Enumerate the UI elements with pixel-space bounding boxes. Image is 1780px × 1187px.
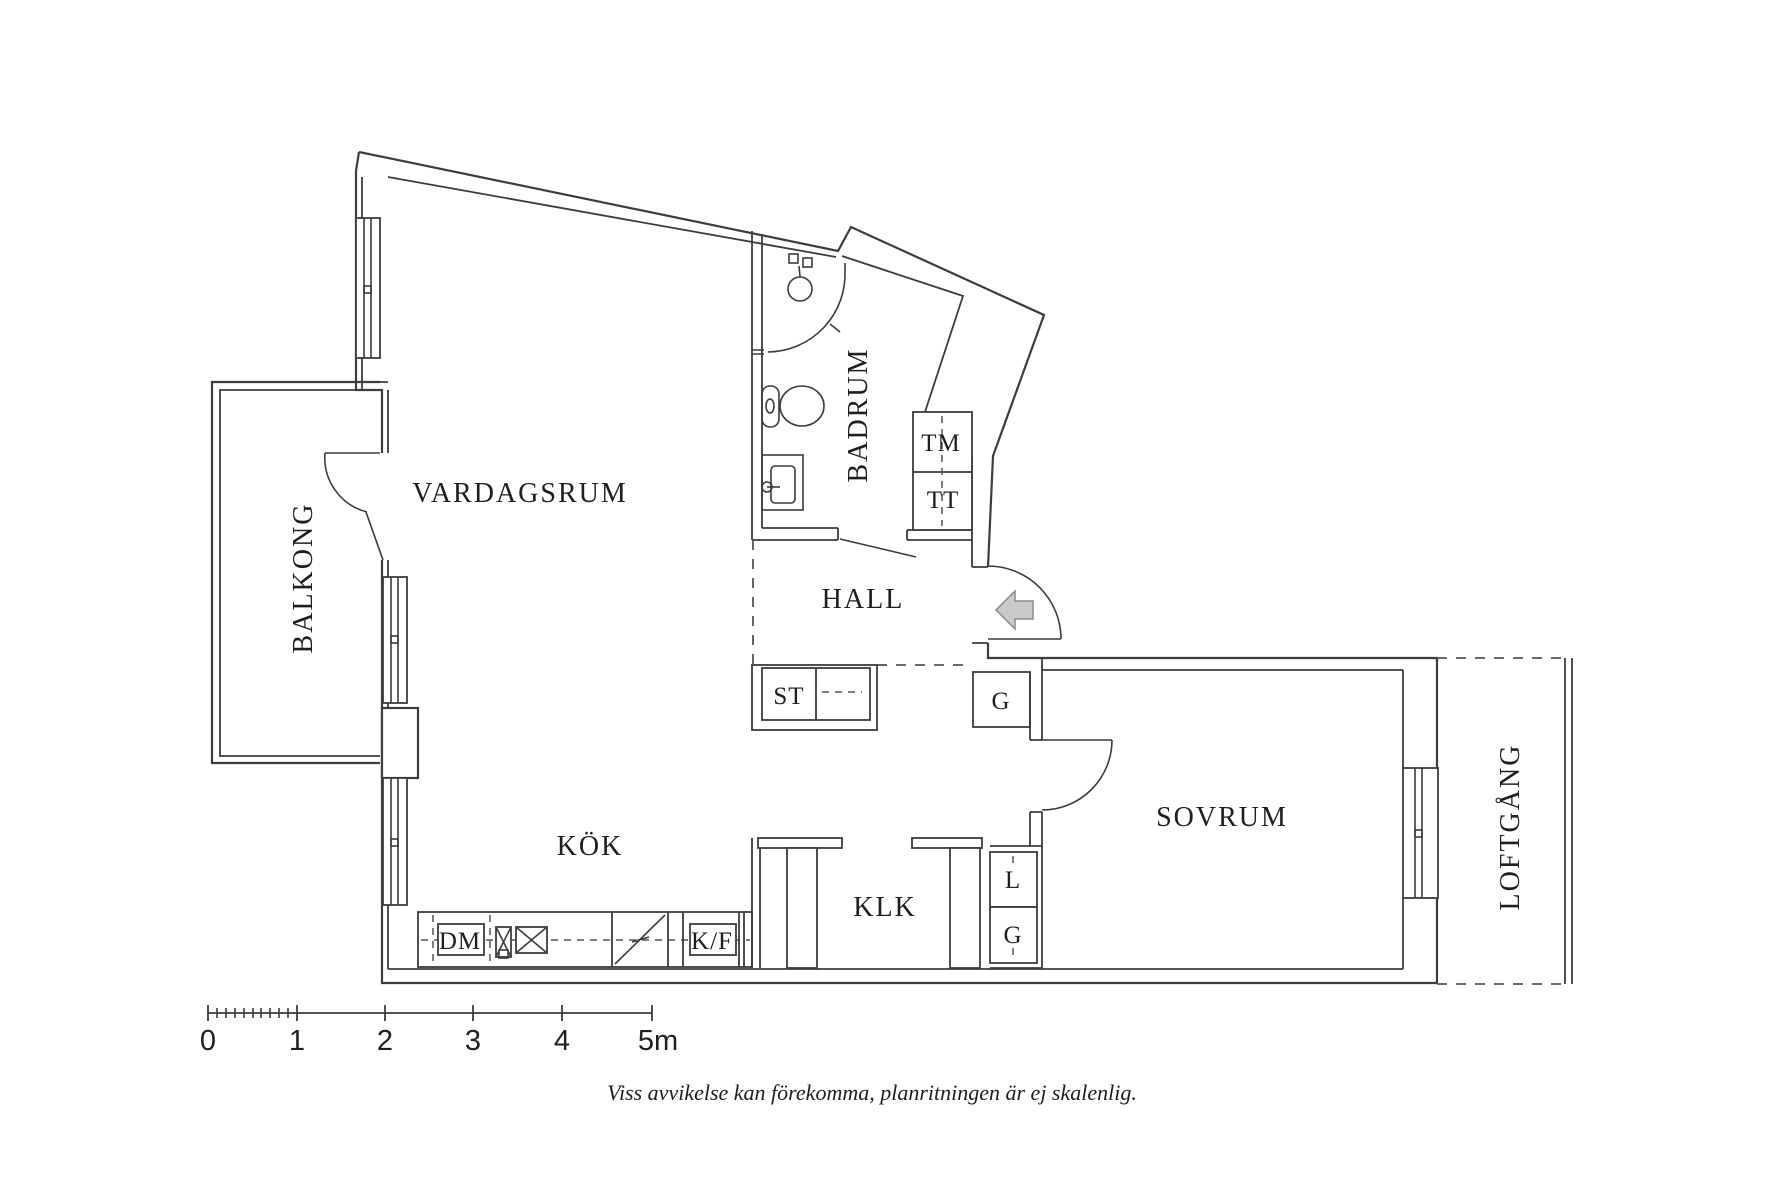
label-dm: DM [439, 928, 481, 955]
bedroom-walls [1029, 658, 1113, 846]
label-loftgang: LOFTGÅNG [1495, 744, 1526, 911]
hall-boundaries [752, 540, 972, 666]
disclaimer: Viss avvikelse kan förekomma, planritnin… [607, 1080, 1137, 1105]
scale-tick-5: 5m [638, 1025, 678, 1057]
label-bedroom-l: L [1005, 867, 1021, 894]
outer-walls [354, 150, 1439, 985]
stove-icon [611, 912, 669, 967]
closet-st [751, 664, 878, 731]
toilet-icon [761, 385, 825, 428]
window-balcony [382, 576, 408, 704]
dm-label-bg [437, 923, 485, 956]
sink-icon [761, 454, 804, 511]
bedroom-door [1041, 739, 1113, 811]
closet-l-g [989, 845, 1043, 969]
shower-head-icon [787, 276, 813, 302]
label-klk: KLK [853, 892, 917, 923]
label-kf: K/F [691, 928, 733, 955]
kitchen-counter [417, 911, 753, 968]
label-tt: TT [927, 487, 960, 514]
wall-pier [380, 706, 420, 780]
label-tm: TM [921, 430, 961, 457]
window-bedroom [1402, 767, 1439, 899]
bathroom-door-leaf [839, 538, 917, 558]
kitchen-sink-icon [495, 926, 548, 959]
label-vardagsrum: VARDAGSRUM [412, 478, 628, 509]
shower [752, 253, 846, 355]
window-livingroom [355, 217, 381, 359]
scale-tick-0: 0 [200, 1025, 216, 1057]
loftgang-outline [1437, 657, 1573, 985]
scale-tick-1: 1 [289, 1025, 305, 1057]
entry-door [987, 565, 1062, 640]
label-balkong: BALKONG [288, 503, 319, 654]
klk-walls [751, 837, 983, 969]
scale-tick-2: 2 [377, 1025, 393, 1057]
kf-label-bg [689, 923, 737, 956]
balcony [210, 380, 384, 765]
scale-bar: 0 1 2 3 4 5m [200, 1005, 678, 1057]
closet-tm-tt [912, 411, 973, 531]
shower-screen [767, 270, 846, 353]
window-kitchen [382, 777, 408, 906]
entry-arrow-icon [994, 589, 1034, 631]
label-badrum: BADRUM [843, 348, 874, 483]
scale-tick-3: 3 [465, 1025, 481, 1057]
label-kok: KÖK [557, 831, 624, 862]
balcony-door [324, 452, 384, 561]
label-st: ST [773, 683, 804, 710]
label-bedroom-g: G [1003, 922, 1022, 949]
closet-hall-g [972, 671, 1031, 728]
label-sovrum: SOVRUM [1156, 802, 1288, 833]
label-hall-g: G [991, 688, 1010, 715]
scale-tick-4: 4 [554, 1025, 570, 1057]
label-hall: HALL [822, 584, 905, 615]
